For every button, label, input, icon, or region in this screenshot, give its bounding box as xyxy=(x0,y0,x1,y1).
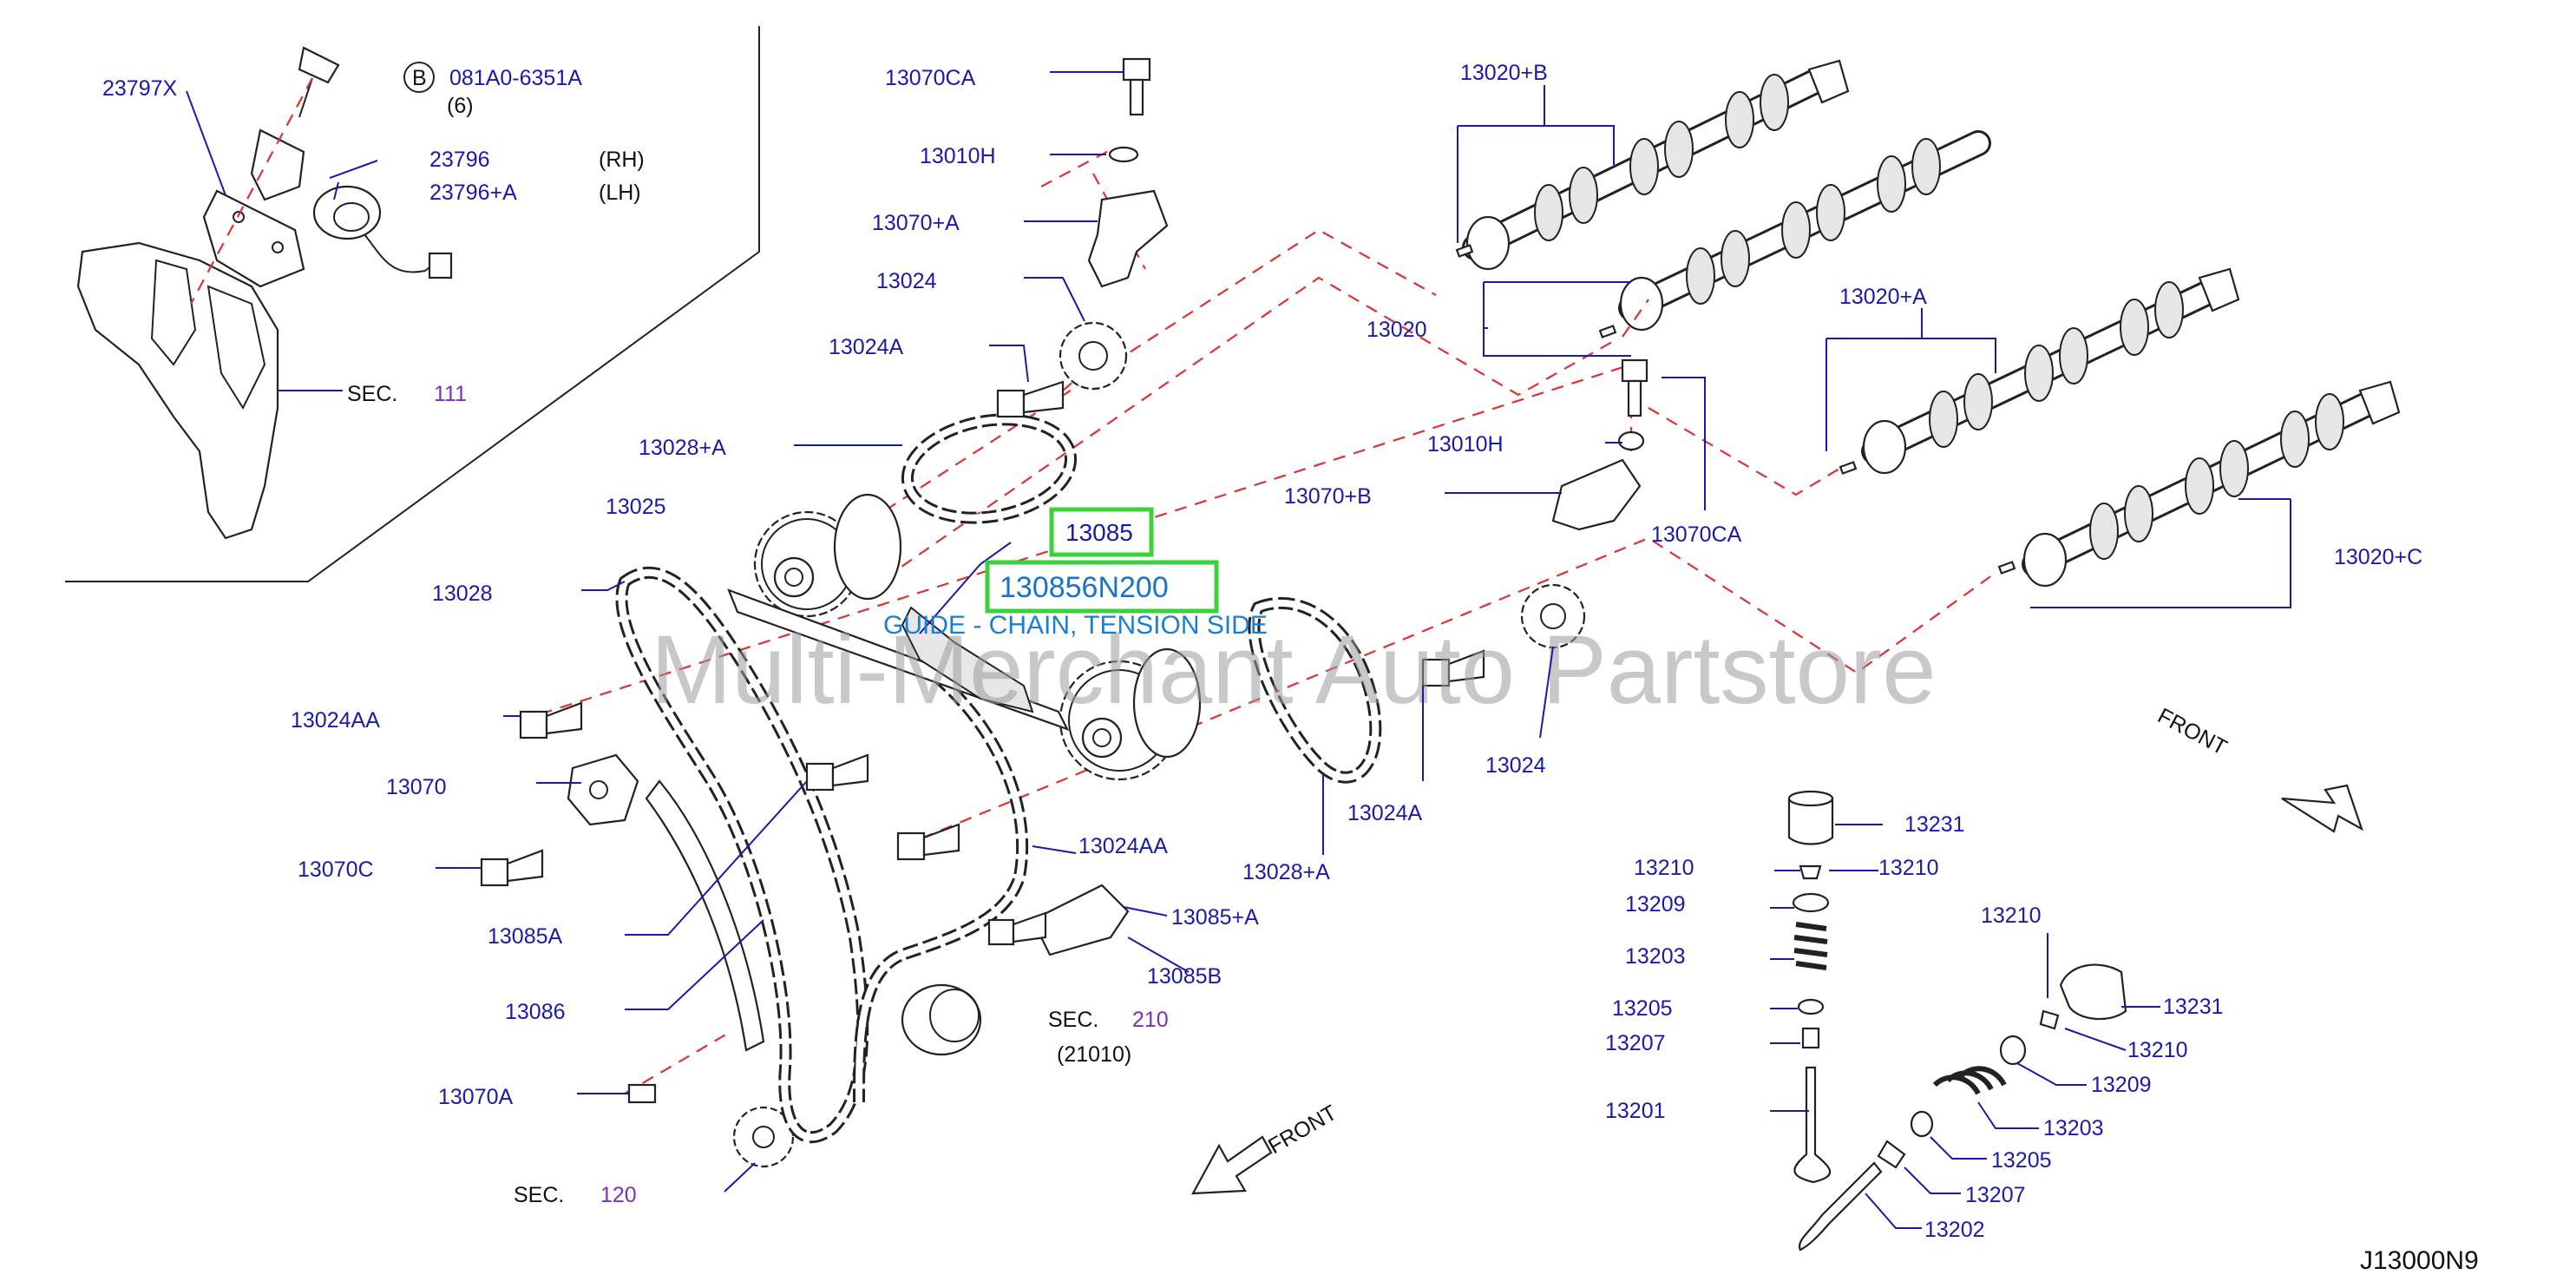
label-13203-a[interactable]: 13203 xyxy=(1625,944,1686,969)
label-description: GUIDE - CHAIN, TENSION SIDE xyxy=(883,611,1268,640)
label-13028a-mid[interactable]: 13028+A xyxy=(1242,860,1330,884)
label-13024-mid[interactable]: 13024 xyxy=(1485,753,1546,778)
label-13085a-plus[interactable]: 13085+A xyxy=(1171,905,1259,930)
label-13024a-mid[interactable]: 13024A xyxy=(1347,801,1423,825)
label-part-number-130856n200[interactable]: 130856N200 xyxy=(1000,571,1169,604)
camshaft-13020a xyxy=(1861,267,2240,475)
label-13085b[interactable]: 13085B xyxy=(1147,964,1222,989)
label-13202[interactable]: 13202 xyxy=(1924,1218,1985,1242)
label-13028[interactable]: 13028 xyxy=(432,582,493,606)
label-13207-a[interactable]: 13207 xyxy=(1605,1031,1666,1055)
label-13210-b[interactable]: 13210 xyxy=(1878,856,1939,880)
label-23796[interactable]: 23796 xyxy=(429,148,490,172)
sprocket-13025 xyxy=(753,493,902,618)
label-13085a[interactable]: 13085A xyxy=(488,924,563,949)
label-13203-b[interactable]: 13203 xyxy=(2043,1116,2104,1140)
cam-sensor-drawing xyxy=(76,46,453,540)
tensioner-13070 xyxy=(567,753,639,826)
label-13024-top[interactable]: 13024 xyxy=(876,269,937,293)
label-23797x[interactable]: 23797X xyxy=(102,76,178,101)
tensioner-13070b xyxy=(1551,458,1642,531)
sec-111-number[interactable]: 111 xyxy=(434,382,467,406)
diagram-code: J13000N9 xyxy=(2360,1246,2479,1275)
label-13070ca-top[interactable]: 13070CA xyxy=(885,66,976,90)
label-13024a-top[interactable]: 13024A xyxy=(829,335,904,359)
label-13028a-top[interactable]: 13028+A xyxy=(639,436,726,460)
camshaft-13020b xyxy=(1462,59,1850,271)
label-lh: (LH) xyxy=(599,181,641,205)
label-rh: (RH) xyxy=(599,148,645,172)
label-13209-b[interactable]: 13209 xyxy=(2091,1073,2152,1097)
label-13086[interactable]: 13086 xyxy=(505,1000,566,1024)
inset-frame xyxy=(65,26,760,582)
dowel-pins xyxy=(1455,244,2016,575)
valve-train-vertical xyxy=(1787,790,1834,1184)
guide-13086 xyxy=(645,779,765,1052)
label-13210-d[interactable]: 13210 xyxy=(2127,1038,2188,1062)
camshaft-13020 xyxy=(1618,130,1991,332)
leader-lines xyxy=(186,71,2291,1229)
label-13070[interactable]: 13070 xyxy=(386,775,447,799)
sprocket-lower xyxy=(1059,647,1202,781)
bolt-callout-circle xyxy=(403,62,435,93)
bolts xyxy=(480,57,1649,1104)
label-13210-c[interactable]: 13210 xyxy=(1981,904,2042,928)
label-13020c[interactable]: 13020+C xyxy=(2334,545,2422,569)
pump-sec210 xyxy=(901,983,982,1056)
camshaft-13020c xyxy=(2022,380,2401,588)
sec-210-word: SEC. xyxy=(1048,1008,1098,1032)
bolt-callout-qty: (6) xyxy=(447,94,474,118)
label-13231-b[interactable]: 13231 xyxy=(2163,995,2224,1019)
label-13020a[interactable]: 13020+A xyxy=(1839,285,1927,309)
sec-111-word: SEC. xyxy=(347,382,397,406)
label-13070ca-mid[interactable]: 13070CA xyxy=(1651,522,1742,547)
label-13010h-mid[interactable]: 13010H xyxy=(1427,432,1504,457)
label-13085[interactable]: 13085 xyxy=(1065,519,1133,546)
chain-13028a-mid xyxy=(1248,597,1382,784)
valve-train-angled xyxy=(1798,963,2127,1252)
sec-120-number[interactable]: 120 xyxy=(600,1183,637,1207)
highlight-box-130856n200 xyxy=(985,560,1219,614)
label-13020[interactable]: 13020 xyxy=(1367,318,1427,342)
label-13201[interactable]: 13201 xyxy=(1605,1099,1666,1123)
tensioner-13070a-top xyxy=(1087,189,1169,288)
front-arrow-left-icon xyxy=(1191,1135,1273,1195)
label-13024aa-left[interactable]: 13024AA xyxy=(291,708,380,733)
front-arrow-right-icon xyxy=(2281,784,2363,833)
chain-13028 xyxy=(615,566,1029,1144)
sec-210-number[interactable]: 210 xyxy=(1132,1008,1169,1032)
label-13231-a[interactable]: 13231 xyxy=(1904,812,1965,837)
chain-13028a-top xyxy=(901,413,1078,524)
label-13210-a[interactable]: 13210 xyxy=(1634,856,1694,880)
sprocket-13024-top xyxy=(1059,321,1128,391)
highlight-box-13085 xyxy=(1049,507,1154,557)
label-13024aa-mid[interactable]: 13024AA xyxy=(1078,834,1168,858)
sec-210-sub: (21010) xyxy=(1057,1042,1131,1067)
sprocket-crank xyxy=(732,1106,795,1168)
front-label-right: FRONT xyxy=(2153,704,2231,760)
bolt-callout-letter: B xyxy=(412,66,427,90)
label-13020b[interactable]: 13020+B xyxy=(1460,61,1548,85)
front-label-left: FRONT xyxy=(1264,1101,1341,1159)
label-13209-a[interactable]: 13209 xyxy=(1625,892,1686,917)
label-13205-b[interactable]: 13205 xyxy=(1991,1148,2052,1173)
slack-guide-13085b xyxy=(1031,884,1130,956)
label-13025[interactable]: 13025 xyxy=(606,495,666,519)
guide-13085 xyxy=(727,588,1070,731)
label-13070b[interactable]: 13070+B xyxy=(1284,484,1372,509)
label-13070c[interactable]: 13070C xyxy=(298,858,374,882)
sec-120-word: SEC. xyxy=(514,1183,564,1207)
watermark-text: Multi-Merchant Auto Partstore xyxy=(651,615,1936,724)
label-23796a[interactable]: 23796+A xyxy=(429,181,517,205)
label-13070a[interactable]: 13070A xyxy=(438,1085,514,1109)
label-13010h-top[interactable]: 13010H xyxy=(920,144,996,168)
label-13070a-plus[interactable]: 13070+A xyxy=(872,211,960,235)
label-13205-a[interactable]: 13205 xyxy=(1612,996,1673,1021)
label-13207-b[interactable]: 13207 xyxy=(1965,1183,2026,1207)
label-081a0-6351a[interactable]: 081A0-6351A xyxy=(449,66,582,90)
